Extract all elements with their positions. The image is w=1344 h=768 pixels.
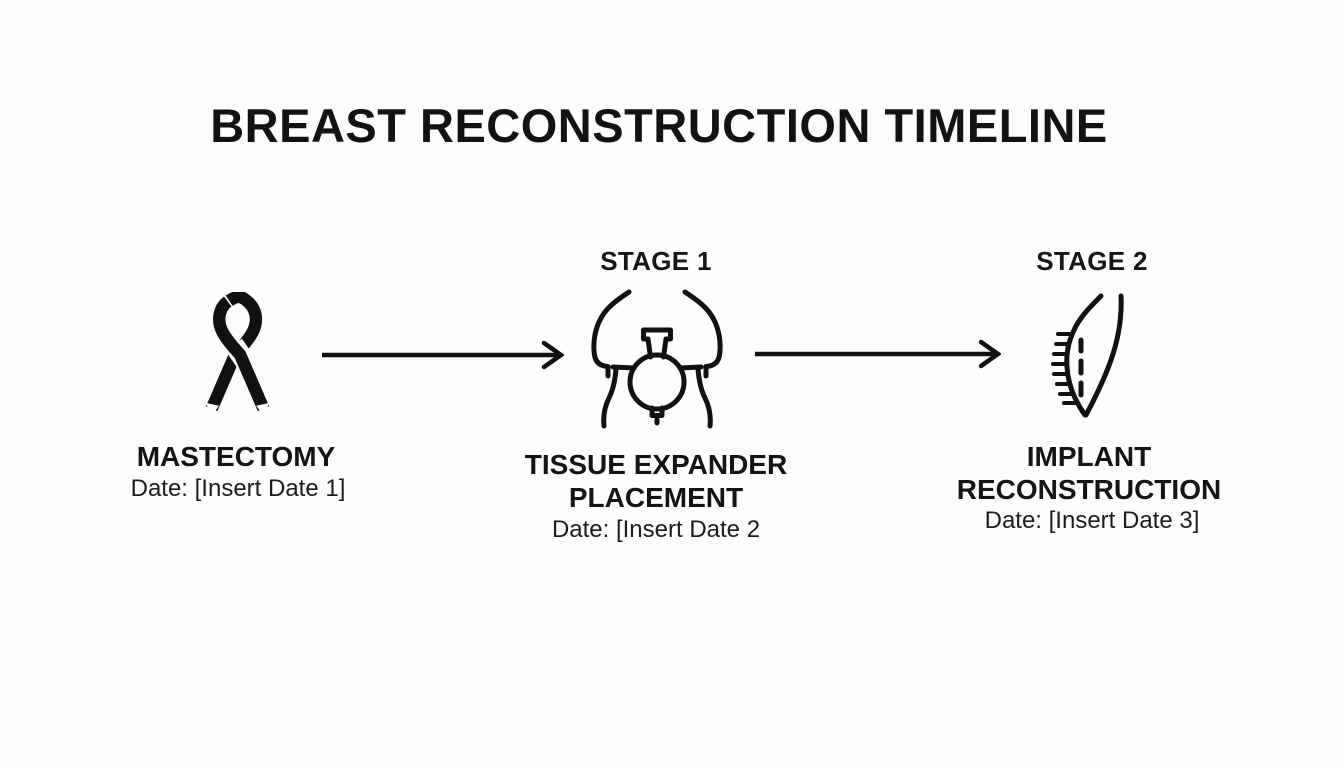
- stage-name-tissue-expander: TISSUE EXPANDER PLACEMENT: [524, 449, 788, 513]
- tissue-expander-torso-icon: [583, 289, 731, 429]
- stage-date-3: Date: [Insert Date 3]: [984, 507, 1200, 534]
- stage-label-2: STAGE 2: [1036, 246, 1148, 276]
- stage-name-mastectomy: MASTECTOMY: [136, 441, 336, 472]
- stage-name-implant-reconstruction: IMPLANT RECONSTRUCTION: [956, 441, 1222, 505]
- arrow-right-icon: [320, 338, 564, 372]
- page-title: BREAST RECONSTRUCTION TIMELINE: [210, 99, 1108, 152]
- breast-implant-profile-icon: [1044, 288, 1134, 433]
- stage-date-2: Date: [Insert Date 2: [551, 516, 761, 543]
- stage-date-1: Date: [Insert Date 1]: [130, 475, 346, 502]
- awareness-ribbon-icon: [200, 292, 273, 416]
- arrow-right-icon: [753, 337, 1001, 371]
- stage-label-1: STAGE 1: [600, 246, 712, 276]
